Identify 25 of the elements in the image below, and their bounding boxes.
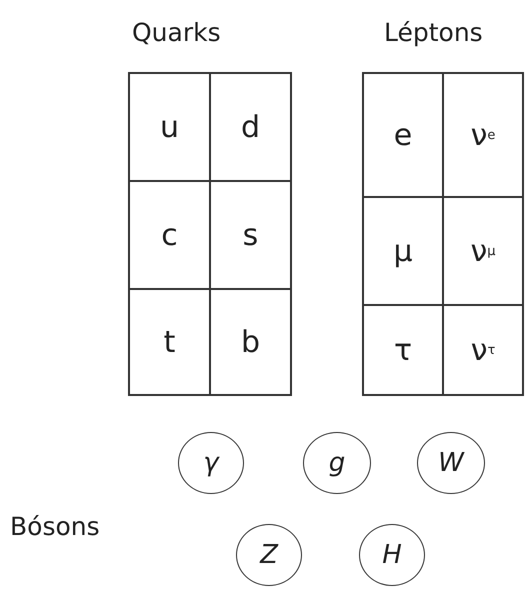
particle-symbol: Z: [260, 540, 278, 570]
particle-circle: [236, 524, 302, 586]
group-heading: Léptons: [384, 18, 483, 47]
particle-symbol: g: [328, 448, 346, 478]
particle-symbol: H: [382, 540, 402, 570]
table-row: [362, 72, 524, 198]
group-heading: Bósons: [10, 512, 100, 541]
table-row: [128, 180, 292, 290]
particle-symbol: τ: [392, 332, 414, 370]
particle-symbol: W: [438, 448, 464, 478]
particle-symbol: t: [162, 324, 176, 362]
group-heading: Quarks: [132, 18, 221, 47]
table-row: [128, 288, 292, 396]
particle-circle: [417, 432, 485, 494]
particle-symbol: c: [160, 216, 179, 254]
particle-symbol: e: [392, 116, 414, 154]
table-row: [128, 72, 292, 182]
table-row: [362, 304, 524, 396]
particle-symbol: γ: [203, 448, 219, 478]
particle-symbol: μ: [392, 232, 414, 270]
particle-circle: [359, 524, 425, 586]
particle-circle: [178, 432, 244, 494]
table-row: [362, 196, 524, 306]
particle-circle: [303, 432, 371, 494]
particle-symbol: u: [158, 108, 180, 146]
